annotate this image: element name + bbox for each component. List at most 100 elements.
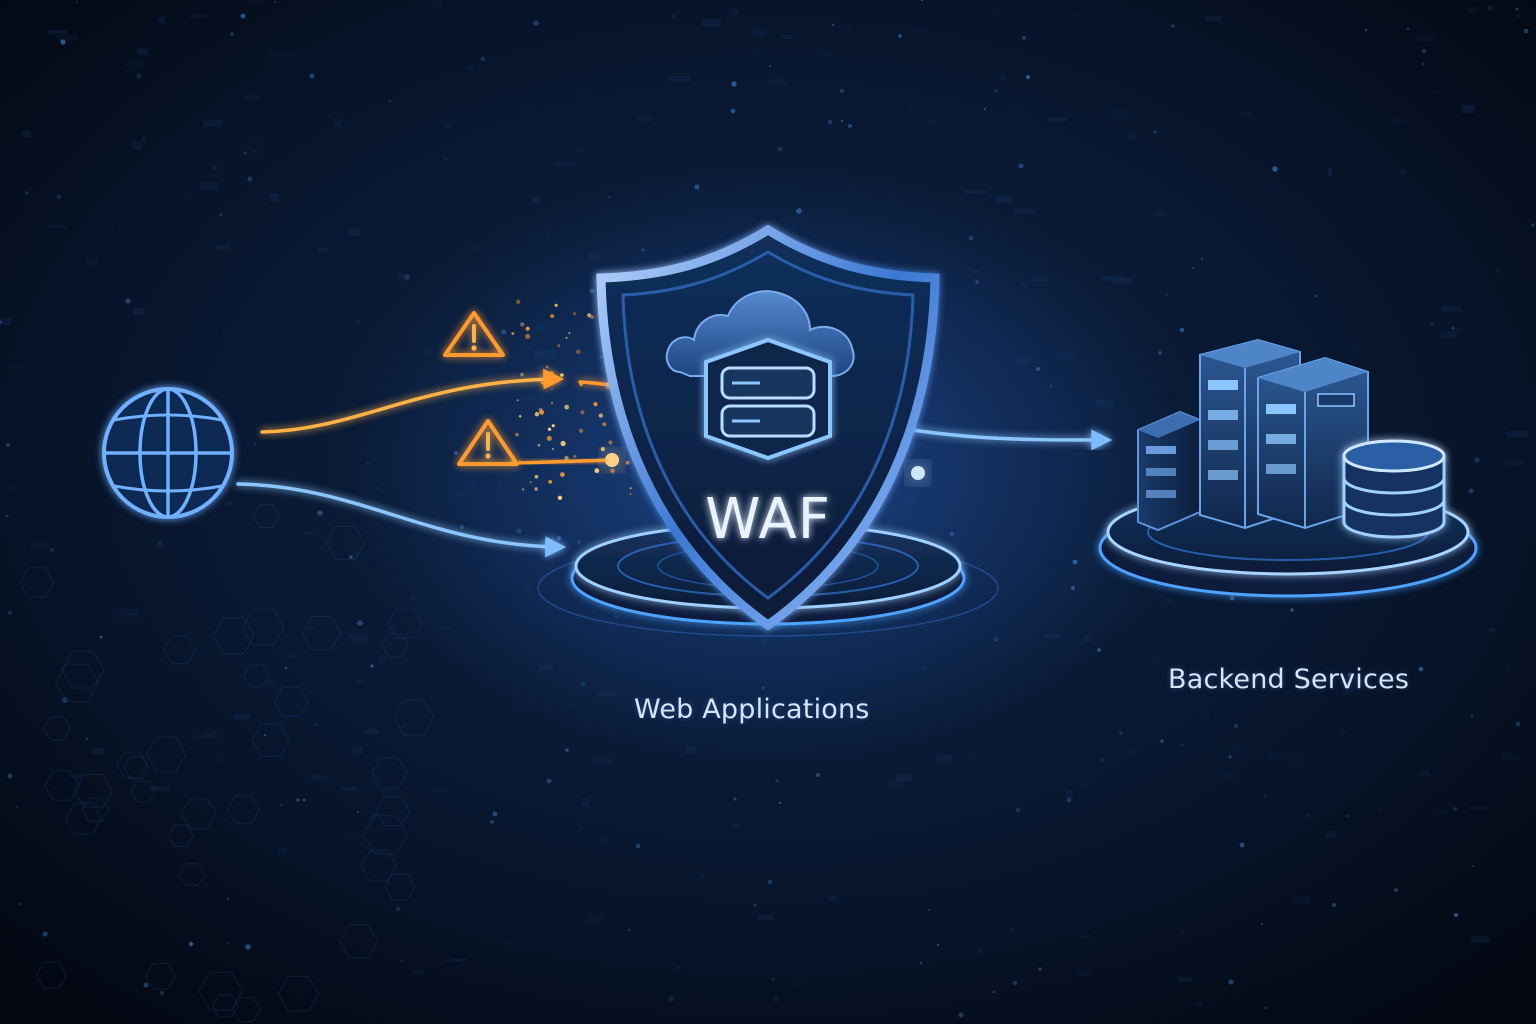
spark-particle (593, 402, 598, 407)
texture-dot (1471, 864, 1475, 868)
texture-block (1229, 746, 1249, 754)
texture-block (353, 552, 362, 555)
texture-dot (389, 100, 391, 102)
spark-particle (565, 336, 568, 339)
texture-hexagon (363, 815, 409, 855)
texture-dot (490, 820, 494, 824)
texture-dot (264, 734, 266, 736)
texture-block (318, 248, 329, 252)
texture-dot (1228, 979, 1234, 985)
texture-block (1399, 169, 1406, 175)
texture-dot (1066, 797, 1072, 803)
texture-dot (1406, 27, 1410, 31)
texture-hexagon (42, 716, 71, 741)
texture-dot (840, 119, 844, 123)
spark-particle (564, 455, 569, 461)
texture-block (1343, 686, 1360, 694)
texture-dot (668, 996, 674, 1002)
texture-hexagon (325, 526, 366, 561)
texture-block (142, 135, 146, 142)
backend-flow-node (911, 466, 925, 480)
server-rack-icon (1137, 410, 1201, 532)
spark-particle (518, 415, 522, 418)
texture-block (1267, 183, 1274, 190)
texture-block (1028, 938, 1035, 945)
texture-block (1283, 281, 1287, 286)
texture-block (1205, 16, 1222, 21)
texture-dot (1260, 922, 1264, 926)
texture-block (31, 542, 49, 550)
texture-block (1289, 758, 1303, 766)
texture-dot (15, 805, 19, 809)
spark-particle (511, 332, 515, 335)
web-applications-label: Web Applications (634, 694, 870, 725)
texture-block (234, 714, 250, 720)
texture-block (126, 59, 145, 67)
texture-block (243, 134, 261, 141)
texture-block (225, 501, 233, 505)
clean-flow-bottom (236, 482, 567, 558)
texture-block (1201, 714, 1209, 720)
texture-dot (219, 213, 223, 217)
texture-block (1128, 750, 1135, 753)
spark-particle (534, 412, 540, 417)
texture-block (1218, 771, 1236, 778)
texture-dot (1025, 74, 1031, 80)
texture-block (70, 774, 82, 778)
texture-block (1014, 209, 1035, 214)
texture-block (158, 16, 165, 23)
spark-particle (534, 487, 538, 491)
texture-block (1102, 276, 1123, 281)
texture-dot (1394, 888, 1398, 892)
texture-hexagon (116, 751, 148, 779)
texture-dot (240, 13, 246, 19)
texture-hexagon (242, 608, 285, 646)
texture-block (221, 982, 226, 989)
texture-dot (1531, 223, 1535, 227)
texture-hexagon (163, 635, 197, 665)
texture-block (1077, 971, 1091, 976)
spark-particle (608, 440, 613, 445)
texture-block (1241, 112, 1250, 115)
texture-block (594, 758, 612, 764)
texture-dot (731, 81, 737, 87)
texture-dot (1347, 672, 1353, 678)
texture-dot (0, 319, 3, 325)
texture-dot (1430, 322, 1434, 326)
texture-block (382, 789, 390, 795)
texture-block (288, 655, 296, 658)
texture-dot (302, 798, 306, 802)
spark-particle (551, 447, 554, 451)
texture-block (334, 119, 342, 127)
texture-dot (827, 119, 833, 125)
texture-dot (314, 723, 318, 727)
texture-dot (274, 1, 276, 3)
texture-block (1177, 977, 1192, 982)
texture-hexagon (339, 924, 379, 959)
texture-block (675, 965, 682, 970)
texture-dot (25, 191, 29, 195)
texture-block (995, 196, 1013, 203)
texture-hexagon (54, 663, 100, 702)
texture-block (108, 224, 114, 230)
texture-dot (1192, 267, 1194, 269)
texture-dot (533, 20, 539, 26)
threat-flow-middle-continue (518, 458, 612, 465)
texture-dot (395, 906, 401, 912)
texture-block (445, 124, 451, 128)
texture-block (357, 678, 363, 684)
texture-dot (936, 943, 940, 947)
spark-particle (573, 312, 576, 316)
texture-block (532, 197, 541, 203)
texture-dot (253, 442, 257, 446)
texture-block (795, 982, 804, 985)
texture-block (469, 245, 482, 251)
texture-hexagon (301, 616, 342, 651)
texture-dot (492, 811, 498, 817)
texture-block (821, 53, 833, 56)
texture-block (1495, 267, 1500, 274)
texture-dot (1418, 666, 1424, 672)
waf-title: WAF (705, 487, 831, 552)
texture-block (1517, 14, 1521, 18)
texture-block (226, 481, 241, 487)
